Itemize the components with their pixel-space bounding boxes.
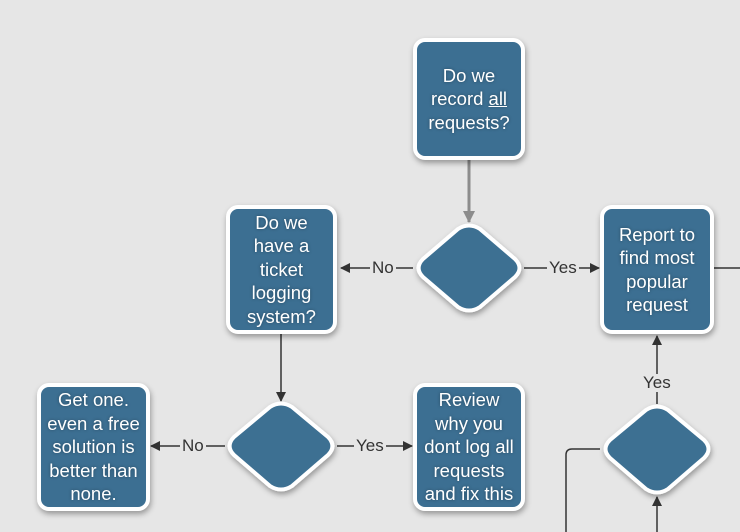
decision-diamond-record [416, 223, 522, 313]
node-review-logging-text: Review why you dont log all requests and… [424, 389, 514, 505]
node-report-popular-request-text: Report to find most popular request [618, 223, 696, 316]
decision-diamond-popular [603, 404, 711, 495]
decision-diamond-ticket [227, 401, 335, 492]
node-ticket-logging-system-text: Do we have a ticket logging system? [247, 211, 316, 327]
node-get-one: Get one. even a free solution is better … [37, 383, 150, 511]
edge-label-no-ticket: No [370, 258, 396, 277]
node-get-one-text: Get one. even a free solution is better … [47, 389, 140, 505]
edge-label-yes-up-report: Yes [641, 373, 673, 392]
edge-label-yes-review: Yes [354, 436, 386, 455]
node-ticket-logging-system: Do we have a ticket logging system? [226, 205, 337, 334]
node-review-logging: Review why you dont log all requests and… [413, 383, 525, 511]
node-report-popular-request: Report to find most popular request [600, 205, 714, 334]
connector-loop-left [565, 448, 600, 532]
edge-label-yes-report: Yes [547, 258, 579, 277]
node-record-all-requests: Do we record all requests? [413, 38, 525, 160]
node-record-all-requests-text: Do we record all requests? [428, 64, 510, 133]
edge-label-no-get-one: No [180, 436, 206, 455]
